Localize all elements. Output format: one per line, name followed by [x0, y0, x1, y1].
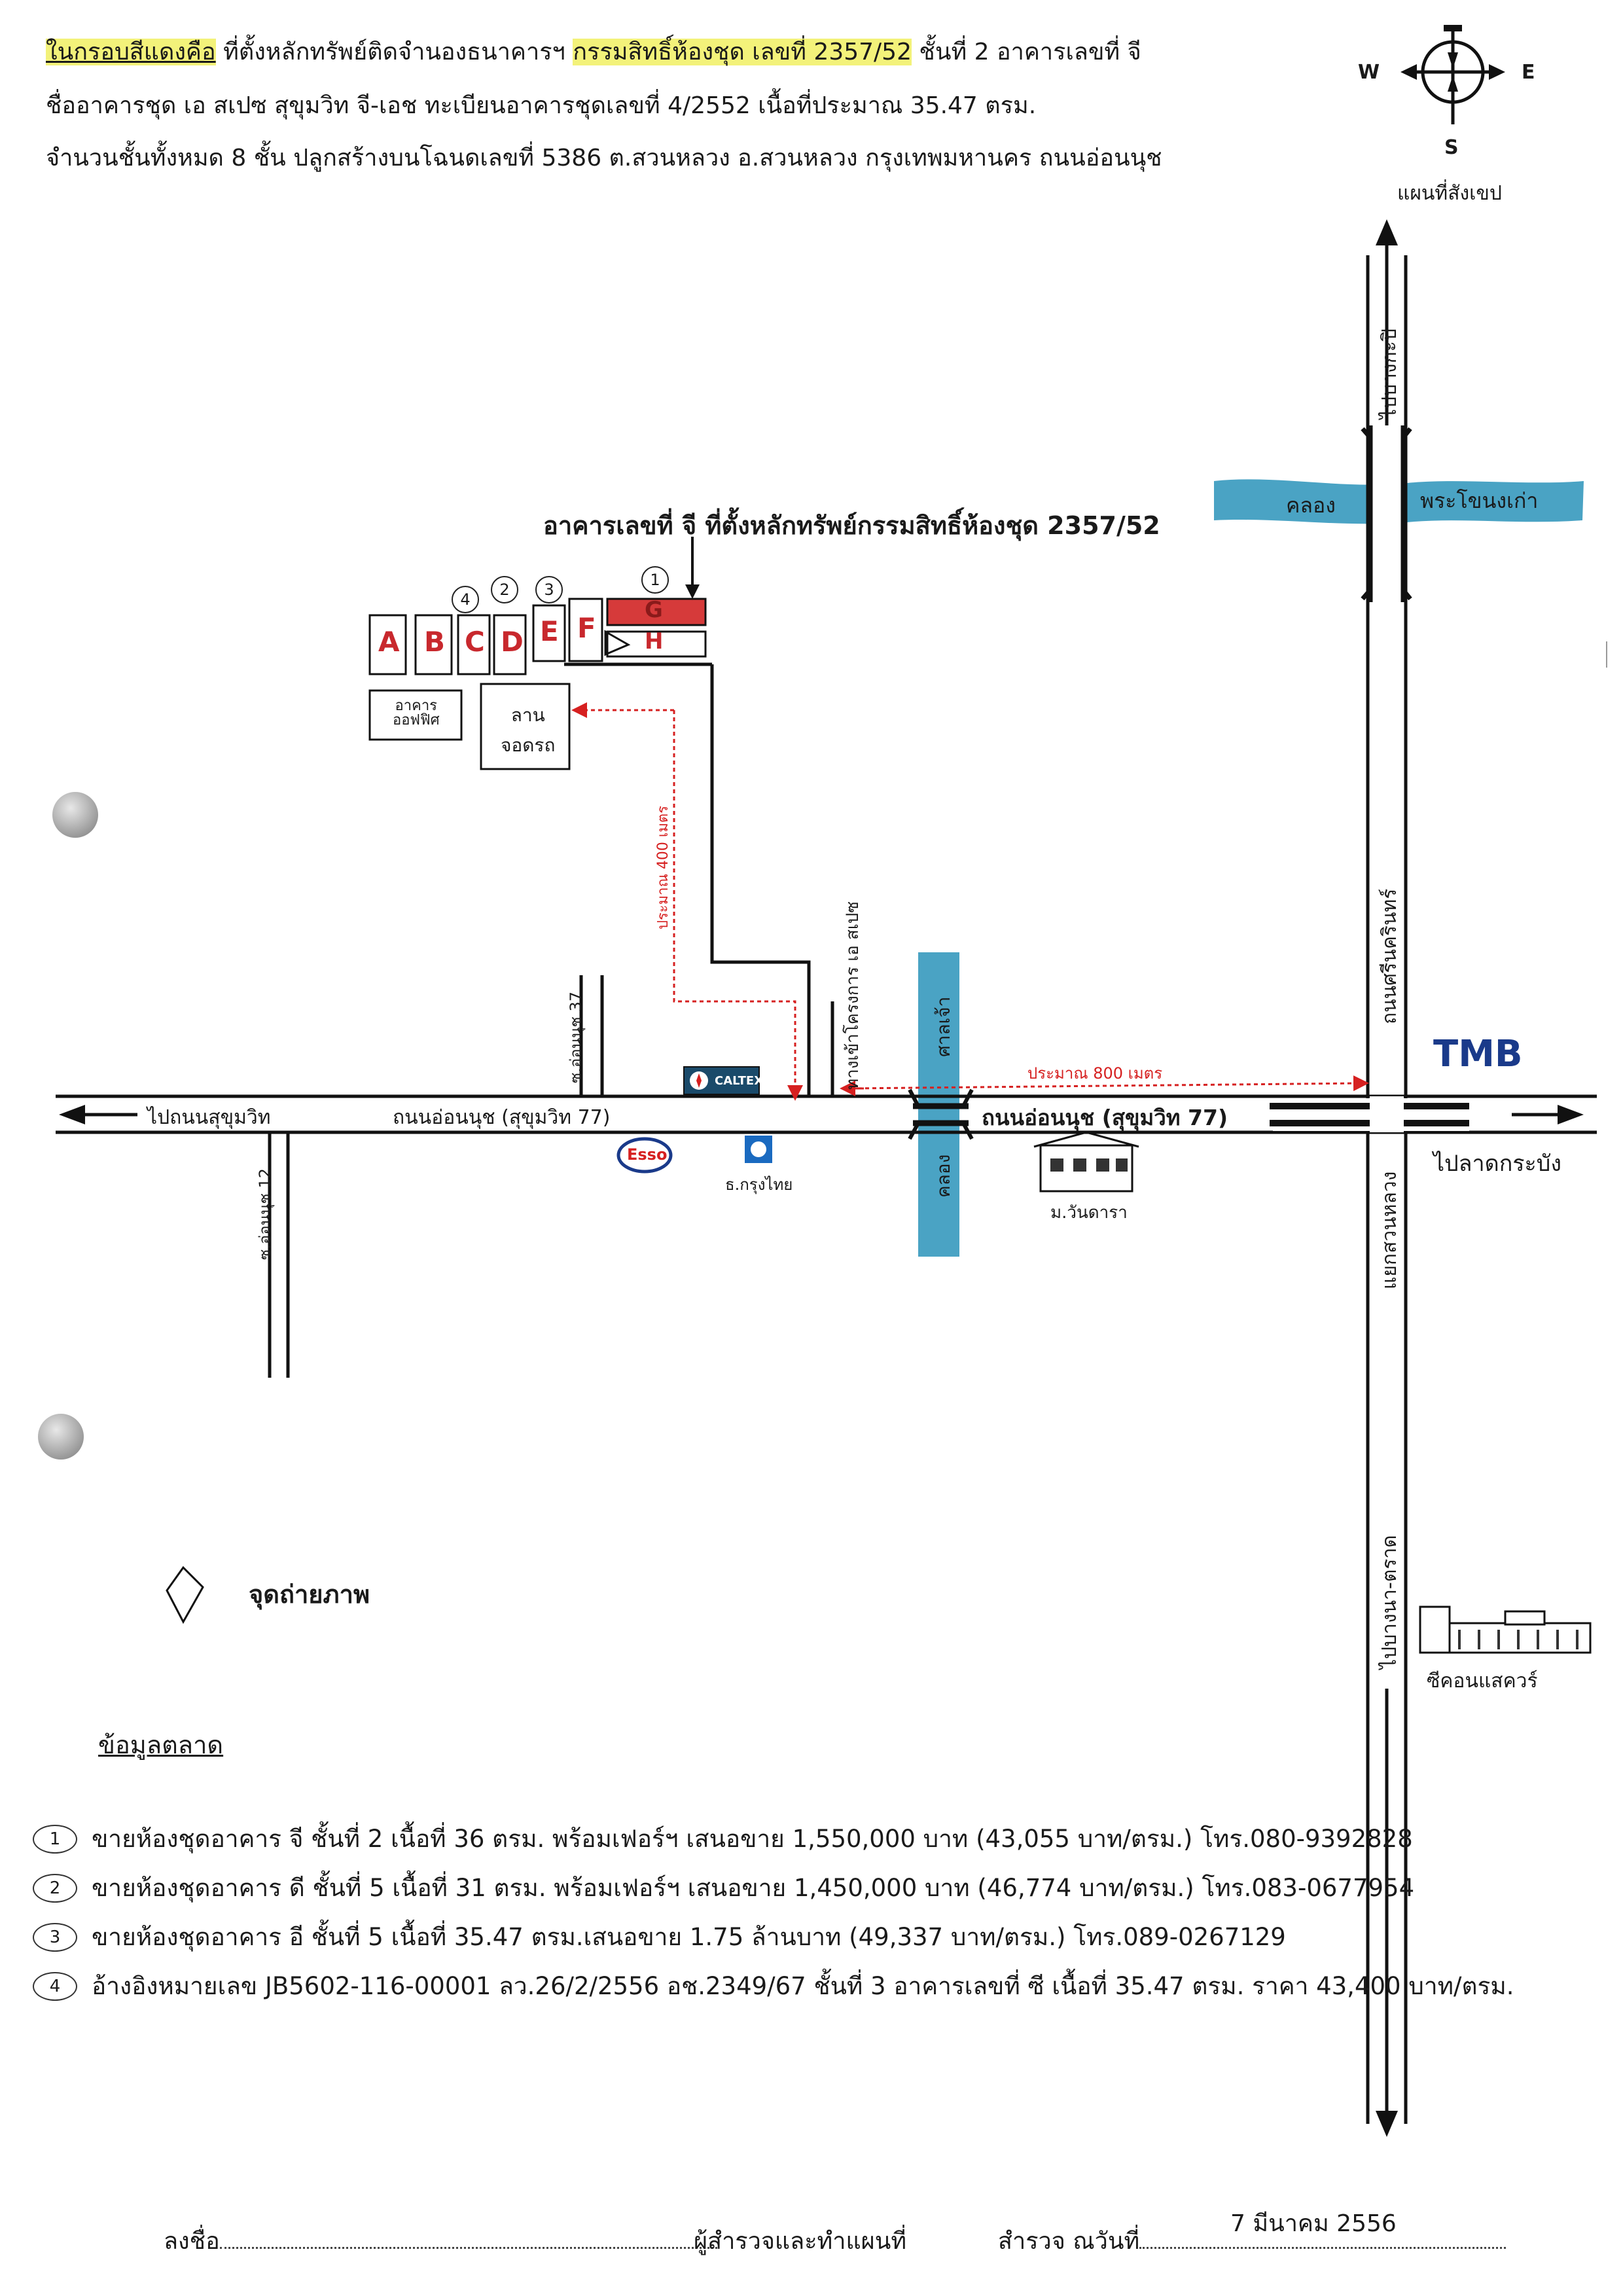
- callout-label: อาคารเลขที่ จี ที่ตั้งหลักทรัพย์กรรมสิทธ…: [543, 511, 1160, 540]
- building-h: H: [645, 628, 664, 655]
- office-building-label: อาคาร ออฟฟิศ: [393, 698, 440, 728]
- photo-point-icon: [166, 1566, 204, 1624]
- header-highlight-a: ในกรอบสีแดงคือ: [46, 39, 216, 65]
- header-text-b: ที่ตั้งหลักทรัพย์ติดจำนองธนาคารฯ: [215, 39, 573, 65]
- market-row-1: 1 ขายห้องชุดอาคาร จี ชั้นที่ 2 เนื้อที่ …: [33, 1820, 1413, 1858]
- photo-point-label: จุดถ่ายภาพ: [249, 1580, 370, 1609]
- seacon-building-icon: [1419, 1605, 1592, 1654]
- market-row-text: ขายห้องชุดอาคาร อี ชั้นที่ 5 เนื้อที่ 35…: [92, 1923, 1286, 1951]
- building-f: F: [577, 612, 596, 644]
- sign-text: ลงชื่อ: [164, 2228, 220, 2255]
- esso-logo-icon: [616, 1137, 673, 1174]
- survey-date: 7 มีนาคม 2556: [1230, 2210, 1397, 2237]
- tmb-logo: TMB: [1433, 1033, 1523, 1075]
- onnut-road-label-1: ถนนอ่อนนุช (สุขุมวิท 77): [393, 1106, 611, 1129]
- to-bangna-label: ไปบางนา-ตราด: [1378, 1535, 1401, 1669]
- survey-date-label: สำรวจ ณวันที่: [998, 2228, 1140, 2255]
- sign-label: ลงชื่อ: [164, 2222, 717, 2259]
- distance-800-label: ประมาณ 800 เมตร: [1027, 1064, 1163, 1083]
- punch-hole-top: [52, 792, 98, 838]
- market-title: ข้อมูลตลาด: [98, 1731, 224, 1759]
- header-text-d: ชั้นที่ 2 อาคารเลขที่ จี: [911, 39, 1141, 65]
- sign-dotted-line: [219, 2240, 717, 2249]
- market-row-2: 2 ขายห้องชุดอาคาร ดี ชั้นที่ 5 เนื้อที่ …: [33, 1869, 1414, 1907]
- caltex-logo-icon: [683, 1066, 760, 1095]
- building-g-highlight: [606, 598, 707, 626]
- marker-2: 2: [491, 576, 518, 603]
- arrow-up-icon: [1376, 219, 1398, 245]
- building-g: G: [645, 597, 663, 623]
- compass-icon: [1400, 25, 1505, 124]
- soi-12-label: ซ.อ่อนนุช 12: [256, 1168, 274, 1260]
- market-row-text: อ้างอิงหมายเลข JB5602-116-00001 ลว.26/2/…: [92, 1972, 1514, 2000]
- compass-w: W: [1358, 61, 1380, 84]
- marker-1: 1: [641, 566, 669, 594]
- marker-3: 3: [535, 576, 563, 603]
- building-d: D: [501, 626, 524, 658]
- header-highlight-c: กรรมสิทธิ์ห้องชุด เลขที่ 2357/52: [573, 39, 912, 65]
- canal-horizontal-label-2: พระโขนงเก่า: [1420, 488, 1539, 513]
- building-e: E: [540, 615, 559, 647]
- header-line-2: ชื่ออาคารชุด เอ สเปซ สุขุมวิท จี-เอช ทะเ…: [46, 92, 1037, 119]
- compass-s: S: [1444, 136, 1459, 159]
- arrow-down-icon: [1376, 2111, 1398, 2137]
- building-a: A: [378, 626, 400, 658]
- survey-date-field: สำรวจ ณวันที่: [998, 2222, 1507, 2259]
- building-b: B: [424, 626, 446, 658]
- entrance-label: ทางเข้าโครงการ เอ สเปซ: [843, 901, 863, 1090]
- building-c: C: [465, 626, 485, 658]
- market-row-number: 1: [33, 1824, 77, 1854]
- header-line-1: ในกรอบสีแดงคือ ที่ตั้งหลักทรัพย์ติดจำนอง…: [46, 33, 1141, 70]
- to-sukhumvit-label: ไปถนนสุขุมวิท: [147, 1106, 271, 1129]
- header-line-3: จำนวนชั้นทั้งหมด 8 ชั้น ปลูกสร้างบนโฉนดเ…: [46, 145, 1162, 171]
- compass-e: E: [1522, 61, 1535, 84]
- suanluang-junction-label: แยกสวนหลวง: [1378, 1171, 1401, 1289]
- distance-400-label: ประมาณ 400 เมตร: [655, 806, 671, 929]
- onnut-road-label-2: ถนนอ่อนนุช (สุขุมวิท 77): [982, 1105, 1228, 1130]
- to-latkrabang-label: ไปลาดกระบัง: [1433, 1151, 1561, 1177]
- market-row-number: 3: [33, 1922, 77, 1952]
- srinakarin-label: ถนนศรีนครินทร์: [1378, 888, 1401, 1024]
- date-dotted-line: [1139, 2240, 1507, 2249]
- surveyor-label: ผู้สำรวจและทำแผนที่: [694, 2228, 907, 2255]
- market-row-number: 2: [33, 1873, 77, 1903]
- caltex-label: CALTEX: [715, 1074, 764, 1088]
- compass-caption: แผนที่สังเขป: [1397, 182, 1502, 205]
- market-row-3: 3 ขายห้องชุดอาคาร อี ชั้นที่ 5 เนื้อที่ …: [33, 1918, 1286, 1956]
- market-row-text: ขายห้องชุดอาคาร ดี ชั้นที่ 5 เนื้อที่ 31…: [92, 1874, 1415, 1902]
- market-row-4: 4 อ้างอิงหมายเลข JB5602-116-00001 ลว.26/…: [33, 1967, 1514, 2005]
- arrow-right-icon: [1558, 1105, 1584, 1124]
- marker-4: 4: [452, 586, 479, 613]
- parking-lot-label: ลาน จอดรถ: [501, 704, 556, 756]
- canal-vertical-label: ศาลเจ้า: [933, 996, 954, 1057]
- canal-vertical-label-2: คลอง: [933, 1154, 954, 1198]
- to-bangkapi-label: ไปบางกะปิ: [1378, 329, 1401, 419]
- esso-label: Esso: [627, 1145, 668, 1164]
- arrow-left-icon: [59, 1105, 85, 1124]
- village-building-icon: [1033, 1131, 1139, 1193]
- canal-horizontal-label-1: คลอง: [1286, 493, 1336, 518]
- soi-37-label: ซ.อ่อนนุช 37: [567, 991, 585, 1083]
- market-row-text: ขายห้องชุดอาคาร จี ชั้นที่ 2 เนื้อที่ 36…: [92, 1825, 1413, 1853]
- market-row-number: 4: [33, 1971, 77, 2001]
- village-label: ม.วันดารา: [1050, 1203, 1128, 1223]
- seacon-label: ซีคอนแสควร์: [1427, 1670, 1538, 1693]
- punch-hole-bottom: [38, 1414, 84, 1460]
- krungthai-label: ธ.กรุงไทย: [725, 1175, 793, 1194]
